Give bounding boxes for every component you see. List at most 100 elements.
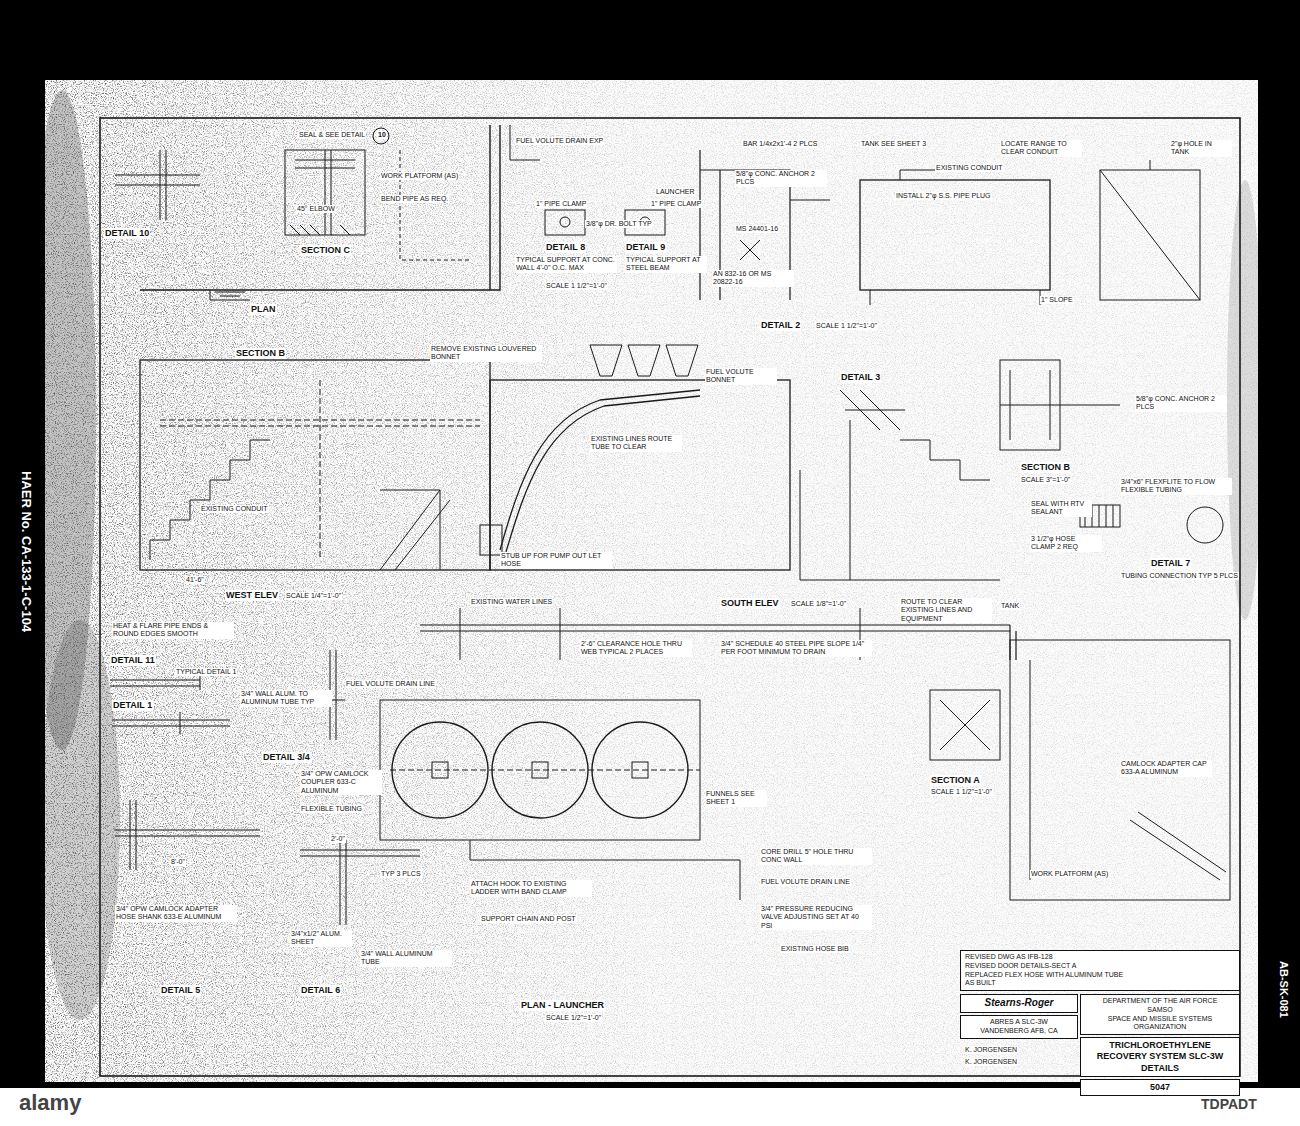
callout-circle [373,128,389,144]
note-text: FUNNELS SEE SHEET 1 [705,790,767,807]
west-elev-outline [140,360,490,570]
part-note: CAMLOCK ADAPTER CAP 633-A ALUMINUM [1120,760,1212,777]
paper-sheet [45,80,1258,1082]
scale-note: SCALE 1/4"=1'-0" [285,592,342,600]
view-title: DETAIL 8 [545,242,586,253]
note-text: WORK PLATFORM (AS) [1030,870,1109,878]
cell-text: 5047 [1085,1082,1235,1093]
scale-note: SCALE 1 1/2"=1'-0" [545,282,608,290]
part-note: 3/4" WALL ALUMINUM TUBE [360,950,452,967]
cell-text: AS BUILT [965,979,1235,988]
view-title: DETAIL 10 [104,228,150,239]
pipe-run [400,150,470,260]
detail-1-tube [112,712,230,734]
agency-cell: DEPARTMENT OF THE AIR FORCESAMSOSPACE AN… [1080,994,1240,1035]
view-title: PLAN [250,304,277,315]
pipe-section [560,217,570,227]
note-text: 3/4" SCHEDULE 40 STEEL PIPE SLOPE 1/4" P… [720,640,872,657]
note-text: TANK [1000,602,1020,610]
dimension-text: 41'-6" [185,576,205,584]
funnels [590,345,698,376]
centerline [390,770,700,771]
part-note: 3 1/2"φ HOSE CLAMP 2 REQ [1030,535,1102,552]
view-title: WEST ELEV [225,590,279,601]
note-text: TUBING CONNECTION TYP 5 PLCS [1120,572,1239,580]
note-text: BEND PIPE AS REQ. [380,195,449,203]
existing-lines [160,380,480,560]
part-note: 3/4" PRESSURE REDUCING VALVE ADJUSTING S… [760,905,872,930]
note-text: HEAT & FLARE PIPE ENDS & ROUND EDGES SMO… [112,622,234,639]
detail-2-bracket [700,150,830,300]
note-text: ROUTE TO CLEAR EXISTING LINES AND EQUIPM… [900,598,992,623]
signature-name: K. JORGENSEN [964,1046,1018,1054]
part-note: FLEXIBLE TUBING [300,805,363,813]
note-text: TYP 3 PLCS [380,870,422,878]
note-text: EXISTING LINES ROUTE TUBE TO CLEAR [590,435,682,452]
part-note: 3/4" OPW CAMLOCK ADAPTER HOSE SHANK 633-… [115,905,237,922]
note-text: LAUNCHER [655,188,696,196]
note-text: EXISTING WATER LINES [470,598,553,606]
note-text: TYPICAL SUPPORT AT CONC. WALL 4'-0" O.C.… [515,256,617,273]
drawing-number-cell: 5047 [1080,1079,1240,1096]
note-text: EXISTING HOSE BIB [780,945,850,953]
note-text: 2'-6" CLEARANCE HOLE THRU WEB TYPICAL 2 … [580,640,692,657]
part-note: 3/8"φ DR. BOLT TYP [585,220,653,228]
launcher-plan [380,700,700,840]
section-a-frame [930,690,1000,760]
callout-number: 10 [377,131,387,139]
part-note: 5/8"φ CONC. ANCHOR 2 PLCS [1135,395,1227,412]
part-note: 3/4" OPW CAMLOCK COUPLER 633-C ALUMINUM [300,770,382,795]
dimension-text: 2'-0" [330,835,346,843]
view-title: DETAIL 11 [110,655,156,666]
sheet-border [100,118,1240,1076]
note-text: LOCATE RANGE TO CLEAR CONDUIT [1000,140,1082,157]
note-text: CORE DRILL 5" HOLE THRU CONC WALL [760,848,872,865]
note-text: SEAL WITH RTV SEALANT [1030,500,1092,517]
note-text: TYPICAL SUPPORT AT STEEL BEAM [625,256,707,273]
drain-box [432,762,448,778]
view-title: DETAIL 9 [625,242,666,253]
dimension-text: 1" SLOPE [1040,296,1074,304]
section-a-cross [940,700,990,750]
detail-3-brace [840,390,905,430]
cell-text: ABRES A SLC-3W VANDENBERG AFB, CA [965,1018,1073,1036]
note-text: EXISTING CONDUIT [200,505,269,513]
note-text: TANK SEE SHEET 3 [860,140,927,148]
signature-name: K. JORGENSEN [964,1058,1018,1066]
cell-text: TRICHLOROETHYLENE RECOVERY SYSTEM SLC-3W… [1085,1040,1235,1074]
view-title: DETAIL 5 [160,985,201,996]
scale-note: SCALE 3"=1'-0" [1020,476,1071,484]
scale-note: SCALE 1/2"=1'-0" [545,1014,602,1022]
door-detail [1010,640,1230,900]
section-b-pipe [1000,370,1120,440]
view-title: DETAIL 1 [112,700,153,711]
section-c-frame [285,150,365,235]
cell-text: REVISED DWG AS IFB-128 [965,953,1235,962]
project-cell: ABRES A SLC-3W VANDENBERG AFB, CA [960,1015,1078,1039]
title-cell: TRICHLOROETHYLENE RECOVERY SYSTEM SLC-3W… [1080,1037,1240,1077]
part-note: BAR 1/4x2x1'-4 2 PLCS [742,140,818,148]
note-text: REMOVE EXISTING LOUVERED BONNET [430,345,542,362]
part-note: 1" PIPE CLAMP [535,200,587,208]
part-note: 3/4"x6" FLEXFLITE TO FLOW FLEXIBLE TUBIN… [1120,478,1232,495]
part-note: MS 24401-16 [735,225,779,233]
cell-text: SAMSO [1085,1006,1235,1015]
watermark: alamy [18,1090,82,1116]
part-note: AN 832-16 OR MS 20822-16 [712,270,794,287]
detail-6-tube [300,840,420,925]
detail-5-tube [115,800,260,870]
part-note: 3/4"x1/2" ALUM. SHEET [290,930,352,947]
pump-stub [480,525,502,555]
tank-legs [870,170,1040,305]
view-title: SOUTH ELEV [720,598,780,609]
note-text: WORK PLATFORM (AS) [380,172,459,180]
note-text: FUEL VOLUTE DRAIN LINE [345,680,436,688]
view-title: SECTION B [1020,462,1071,473]
hose-clamp [1187,507,1223,543]
watermark: TDPADT [1200,1096,1258,1113]
note-text: SEAL & SEE DETAIL [298,131,366,139]
note-text: FUEL VOLUTE DRAIN EXP [515,137,604,145]
plan-wall [140,125,500,290]
